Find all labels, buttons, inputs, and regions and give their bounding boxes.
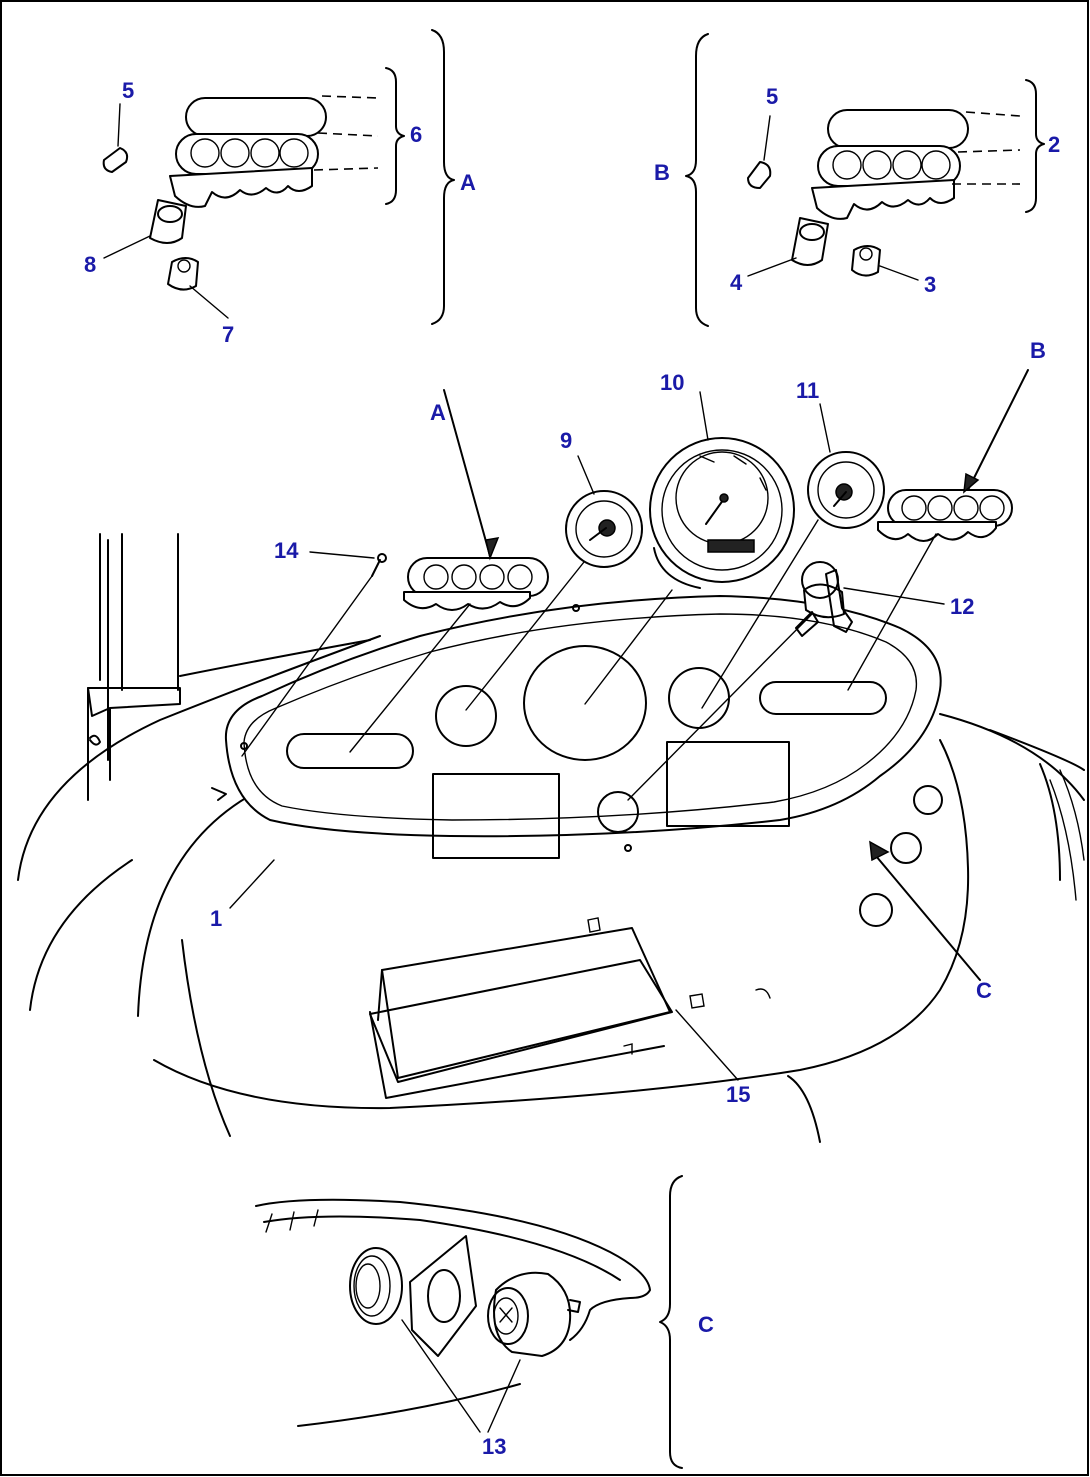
label-8: 8	[84, 252, 96, 277]
view-label-c-detail: C	[698, 1312, 714, 1337]
view-label-b-detail: B	[654, 160, 670, 185]
view-label-a-arrow: A	[430, 400, 446, 425]
leader-lines	[229, 369, 1029, 1081]
detail-c-side-buttons	[255, 1175, 683, 1469]
label-13: 13	[482, 1434, 506, 1459]
dashboard-assembly	[17, 437, 1085, 1143]
view-label-a-detail: A	[460, 170, 476, 195]
label-1: 1	[210, 906, 222, 931]
label-7: 7	[222, 322, 234, 347]
label-14: 14	[274, 538, 299, 563]
label-5-detail-b: 5	[766, 84, 778, 109]
label-2: 2	[1048, 132, 1060, 157]
label-12: 12	[950, 594, 974, 619]
label-3: 3	[924, 272, 936, 297]
label-10: 10	[660, 370, 684, 395]
detail-a-switch-panel	[102, 29, 455, 325]
label-9: 9	[560, 428, 572, 453]
view-label-c-arrow: C	[976, 978, 992, 1003]
label-5-detail-a: 5	[122, 78, 134, 103]
view-label-b-arrow: B	[1030, 338, 1046, 363]
label-4: 4	[730, 270, 743, 295]
part-number-labels: 5 6 8 7 5 2 4 3 10 11 9 14 12 1 15 13	[84, 78, 1060, 1459]
detail-b-switch-panel	[685, 33, 1045, 327]
label-6: 6	[410, 122, 422, 147]
label-11: 11	[796, 378, 819, 403]
view-labels: A B A B C C	[430, 160, 1046, 1337]
label-15: 15	[726, 1082, 750, 1107]
